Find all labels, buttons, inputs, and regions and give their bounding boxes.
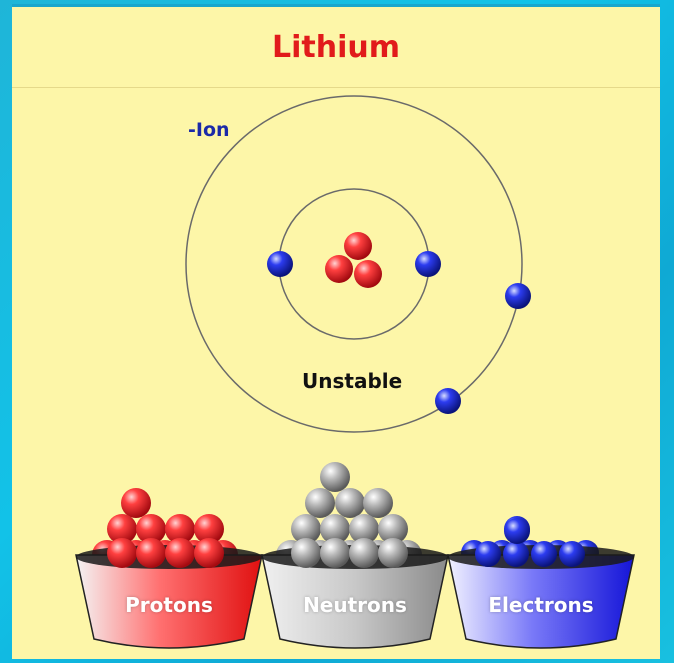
diagram-panel: Lithium bbox=[12, 4, 660, 659]
bucket-neutron bbox=[320, 462, 350, 492]
inner-orbit bbox=[278, 188, 430, 340]
charge-label: -Ion bbox=[188, 119, 230, 141]
outer-electron bbox=[505, 283, 531, 309]
atom-scene bbox=[75, 95, 635, 649]
outer-electron bbox=[435, 388, 461, 414]
bucket-proton bbox=[136, 514, 166, 544]
electrons-bucket-label: Electrons bbox=[488, 593, 594, 617]
inner-electron bbox=[267, 251, 293, 277]
protons-bucket[interactable] bbox=[75, 488, 263, 649]
protons-bucket-label: Protons bbox=[125, 593, 213, 617]
outer-orbit bbox=[185, 95, 523, 433]
neutrons-bucket-label: Neutrons bbox=[303, 593, 407, 617]
bucket-neutron bbox=[335, 488, 365, 518]
bucket-neutron bbox=[305, 488, 335, 518]
bucket-proton bbox=[165, 514, 195, 544]
stability-label: Unstable bbox=[302, 369, 403, 393]
nucleus-proton bbox=[344, 232, 372, 260]
bucket-neutron bbox=[378, 514, 408, 544]
bucket-proton bbox=[107, 514, 137, 544]
bucket-neutron bbox=[349, 514, 379, 544]
electrons-bucket[interactable] bbox=[447, 516, 635, 649]
inner-electron bbox=[415, 251, 441, 277]
neutrons-bucket[interactable] bbox=[261, 462, 449, 649]
bucket-neutron bbox=[291, 514, 321, 544]
bucket-neutron bbox=[320, 514, 350, 544]
nucleus bbox=[325, 232, 382, 288]
nucleus-proton bbox=[354, 260, 382, 288]
nucleus-proton bbox=[325, 255, 353, 283]
title-bar: Lithium bbox=[12, 7, 660, 88]
bucket-proton bbox=[121, 488, 151, 518]
bucket-neutron bbox=[363, 488, 393, 518]
bucket-proton bbox=[194, 514, 224, 544]
element-title: Lithium bbox=[272, 29, 400, 65]
